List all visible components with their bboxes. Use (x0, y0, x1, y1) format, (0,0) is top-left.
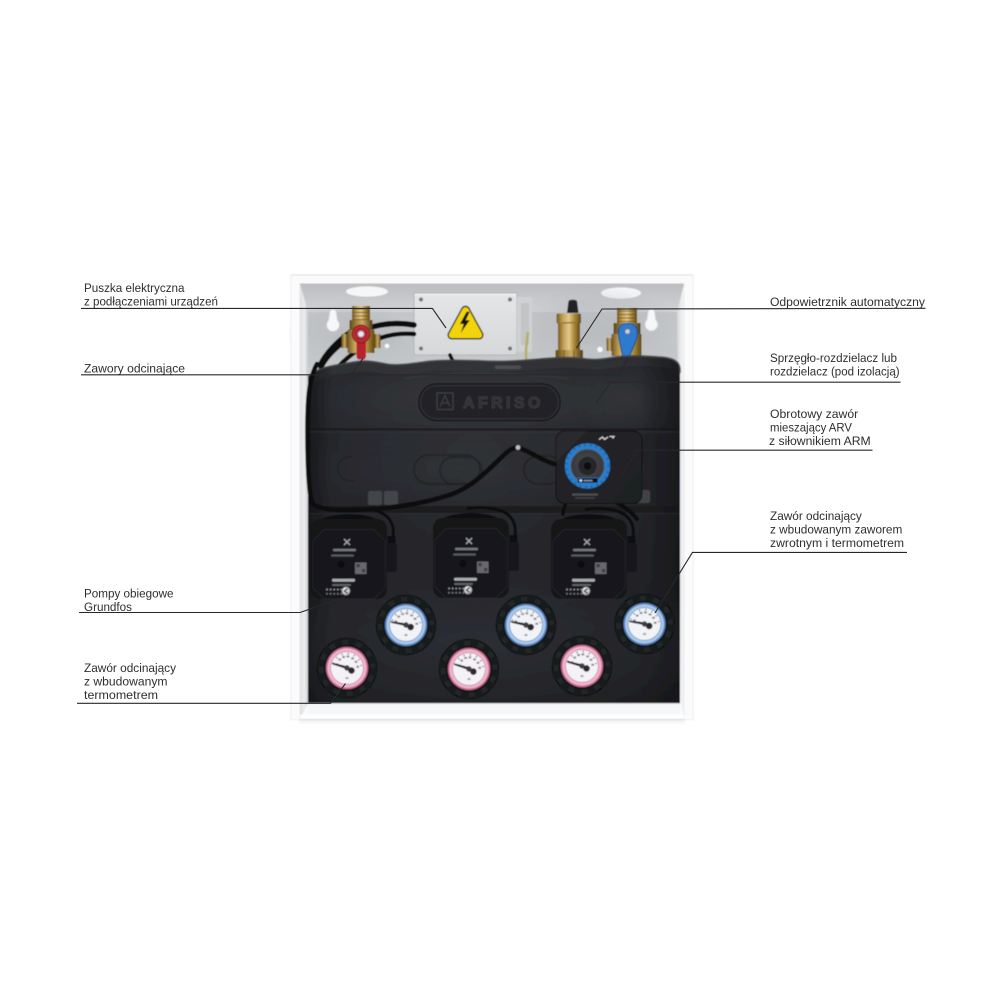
svg-text:Zawór odcinający: Zawór odcinający (770, 509, 863, 523)
svg-text:z wbudowanym: z wbudowanym (84, 675, 168, 689)
svg-text:Odpowietrznik automatyczny: Odpowietrznik automatyczny (770, 295, 926, 309)
svg-text:termometrem: termometrem (84, 688, 158, 702)
svg-text:Pompy obiegowe: Pompy obiegowe (84, 587, 174, 601)
svg-text:Puszka elektryczna: Puszka elektryczna (84, 281, 185, 295)
svg-text:z wbudowanym zaworem: z wbudowanym zaworem (770, 523, 902, 537)
svg-text:AFRISO: AFRISO (463, 395, 544, 412)
svg-text:z podłączeniami urządzeń: z podłączeniami urządzeń (84, 295, 218, 309)
svg-text:Grundfos: Grundfos (84, 600, 132, 614)
svg-text:z siłownikiem ARM: z siłownikiem ARM (769, 434, 871, 448)
svg-text:Sprzęgło-rozdzielacz lub: Sprzęgło-rozdzielacz lub (770, 351, 897, 365)
svg-text:mieszający ARV: mieszający ARV (770, 421, 853, 435)
svg-text:Zawory odcinające: Zawory odcinające (84, 361, 185, 375)
svg-text:rozdzielacz (pod izolacją): rozdzielacz (pod izolacją) (770, 365, 900, 379)
svg-text:zwrotnym i termometrem: zwrotnym i termometrem (770, 536, 904, 550)
svg-text:Obrotowy zawór: Obrotowy zawór (770, 407, 858, 421)
svg-text:Zawór odcinający: Zawór odcinający (84, 661, 177, 675)
